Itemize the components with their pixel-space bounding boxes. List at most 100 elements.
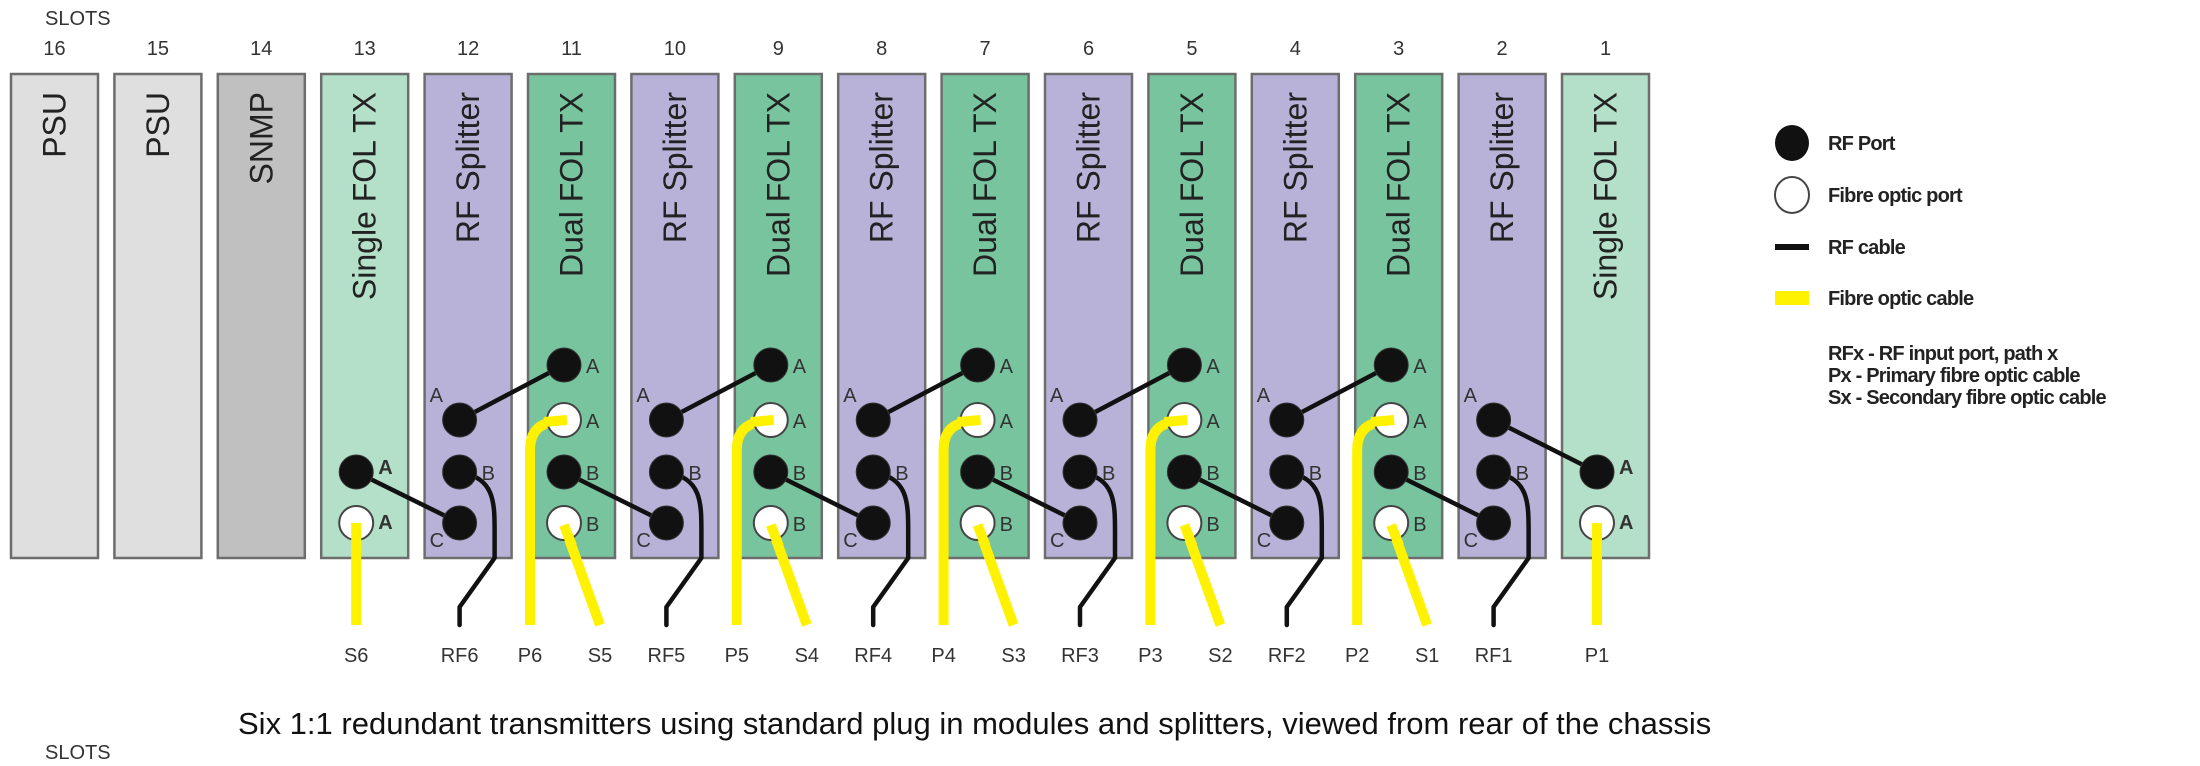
fibre-cable-stub <box>543 415 568 427</box>
port-label-rf-a: A <box>586 356 600 378</box>
rf-port-icon <box>1269 454 1305 490</box>
diagram-caption: Six 1:1 redundant transmitters using sta… <box>238 706 1712 741</box>
module-label: Dual FOL TX <box>1381 92 1417 277</box>
rf-cable-splitter-to-tx <box>1077 362 1187 423</box>
rf-port-icon <box>1476 402 1512 438</box>
port-label-fibre-a: A <box>1619 512 1633 534</box>
legend-note: Px - Primary fibre optic cable <box>1828 365 2080 387</box>
slot-number: 2 <box>1497 38 1508 60</box>
rf-port-icon <box>546 454 582 490</box>
rf-port-icon <box>1269 505 1305 541</box>
port-label-a: A <box>1464 385 1478 407</box>
rf-port-icon <box>1476 505 1512 541</box>
fibre-cable-icon <box>1775 291 1809 305</box>
port-label-c: C <box>843 530 857 552</box>
rf-port-icon <box>960 454 996 490</box>
fibre-port-icon <box>546 505 582 541</box>
slot-number: 13 <box>354 38 376 60</box>
rf-port-icon <box>1579 454 1615 490</box>
port-label-rf-a: A <box>1206 356 1220 378</box>
port-label-c: C <box>1050 530 1064 552</box>
port-label-rf-b: B <box>1206 463 1219 485</box>
module-slot-14: SNMP <box>216 72 307 560</box>
fibre-cable-stub <box>1386 523 1404 548</box>
slot-number: 16 <box>43 38 65 60</box>
slot-number: 1 <box>1600 38 1611 60</box>
cable-label: S4 <box>795 645 819 667</box>
fibre-cable-stub <box>957 415 982 427</box>
fibre-cable-stub <box>972 523 991 548</box>
ports-layer: AAABCAABBABCAABBABCAABBABCAABBABCAABBABC… <box>338 347 1633 552</box>
rf-port-icon <box>1373 347 1409 383</box>
slot-number: 4 <box>1290 38 1301 60</box>
slot-number: 15 <box>147 38 169 60</box>
port-label-c: C <box>636 530 650 552</box>
rf-port-icon <box>960 347 996 383</box>
rf-port-icon <box>442 454 478 490</box>
module-label: RF Splitter <box>1071 92 1107 243</box>
cable-label: P6 <box>518 645 542 667</box>
cable-label: RF6 <box>441 645 479 667</box>
rf-port-icon <box>1269 402 1305 438</box>
cable-label: P4 <box>931 645 955 667</box>
module-label: Dual FOL TX <box>554 92 590 277</box>
port-label-c: C <box>1257 530 1271 552</box>
fibre-cable-stub <box>559 523 577 548</box>
rf-port-icon <box>338 454 374 490</box>
module-label: PSU <box>140 92 176 158</box>
module-slot-15: PSU <box>113 72 203 560</box>
legend-label: RF Port <box>1828 133 1896 155</box>
port-label-fibre-a: A <box>793 411 807 433</box>
cable-label: S5 <box>588 645 612 667</box>
rf-port-icon <box>442 505 478 541</box>
port-label-fibre-b: B <box>1000 514 1013 536</box>
port-label-rf-b: B <box>1000 463 1013 485</box>
port-label-rf-a: A <box>793 356 807 378</box>
port-label-fibre-a: A <box>378 512 392 534</box>
cable-label: P3 <box>1138 645 1162 667</box>
slot-number: 3 <box>1393 38 1404 60</box>
rf-cable-splitter-to-tx <box>664 362 774 423</box>
rf-cable-tx-to-splitter <box>768 469 876 526</box>
cable-label: P2 <box>1345 645 1369 667</box>
slot-number: 7 <box>980 38 991 60</box>
port-label-rf-b: B <box>793 463 806 485</box>
port-label-b: B <box>1309 463 1322 485</box>
port-label-fibre-a: A <box>1000 411 1014 433</box>
rf-cable-tx-to-splitter <box>561 469 669 526</box>
port-label-fibre-b: B <box>1206 514 1219 536</box>
module-label: RF Splitter <box>1484 92 1520 243</box>
slots-heading: SLOTS <box>45 8 111 30</box>
rf-port-icon <box>648 505 684 541</box>
port-label-fibre-b: B <box>1413 514 1426 536</box>
port-label-c: C <box>1464 530 1478 552</box>
rf-port-icon <box>1476 454 1512 490</box>
rf-port-icon <box>1062 505 1098 541</box>
port-label-rf-b: B <box>586 463 599 485</box>
rf-port-icon <box>753 347 789 383</box>
fibre-port-icon <box>1166 505 1203 541</box>
module-slot-16: PSU <box>9 72 100 560</box>
rf-port-icon <box>546 347 582 383</box>
rf-port-icon <box>1166 454 1202 490</box>
rf-port-icon <box>442 402 478 438</box>
slot-number: 14 <box>250 38 272 60</box>
port-label-b: B <box>895 463 908 485</box>
module-label: Dual FOL TX <box>1174 92 1210 277</box>
fibre-port-icon <box>1373 505 1410 541</box>
port-label-rf-b: B <box>1413 463 1426 485</box>
module-label: RF Splitter <box>864 92 900 243</box>
slot-number: 10 <box>664 38 686 60</box>
port-label-b: B <box>1102 463 1115 485</box>
port-label-a: A <box>636 385 650 407</box>
psu-module <box>9 72 100 560</box>
port-label-fibre-a: A <box>1413 411 1427 433</box>
port-label-b: B <box>482 463 495 485</box>
slot-number: 9 <box>773 38 784 60</box>
cable-label: S1 <box>1415 645 1439 667</box>
rf-port-icon <box>753 454 789 490</box>
fibre-cable-stub <box>1163 415 1188 427</box>
